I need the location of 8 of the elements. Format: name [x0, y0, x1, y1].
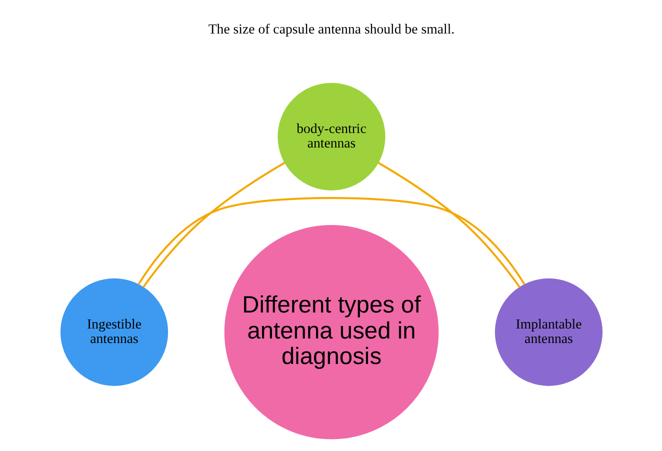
connector — [377, 162, 520, 288]
node-circle: Different types of antenna used in diagnosis — [224, 225, 438, 440]
node-circle: body-centric antennas — [277, 82, 385, 190]
label: The size of capsule antenna should be small. — [208, 22, 454, 37]
node-circle: Implantable antennas — [494, 278, 602, 386]
node-circle: Ingestible antennas — [60, 278, 168, 386]
connector — [142, 162, 285, 288]
connector — [137, 197, 525, 286]
